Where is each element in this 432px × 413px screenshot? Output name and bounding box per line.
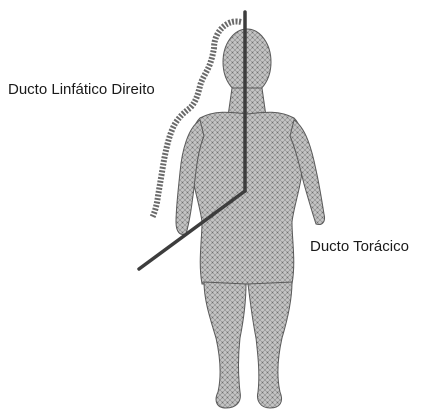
neck (228, 88, 266, 116)
human-body-figure (176, 29, 325, 408)
right-lymphatic-duct-label: Ducto Linfático Direito (8, 82, 155, 97)
torso (190, 112, 304, 284)
right-leg (248, 282, 292, 408)
head (223, 29, 271, 95)
thoracic-duct-label: Ducto Torácico (310, 239, 409, 254)
left-leg (204, 282, 246, 408)
